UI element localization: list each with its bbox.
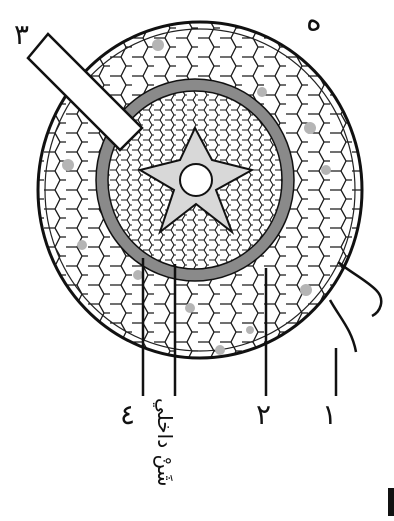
label-1: ١ <box>322 398 337 431</box>
label-4: ٤ <box>120 398 135 431</box>
label-5: ه <box>306 3 322 38</box>
corner-mark <box>388 488 394 516</box>
label-inner-layer: شَنْ داخلي <box>152 398 177 486</box>
label-2: ٢ <box>256 398 271 431</box>
label-3: ٣ <box>14 18 29 51</box>
